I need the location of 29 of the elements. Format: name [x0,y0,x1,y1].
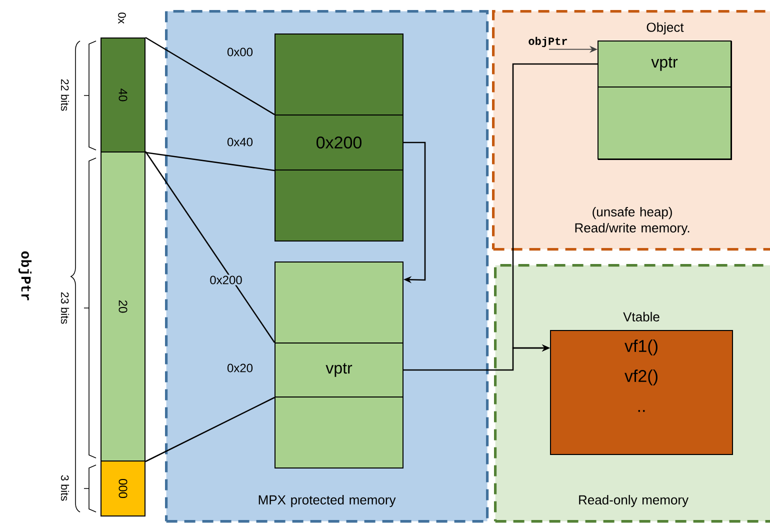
bit-count: 3 bits [60,475,70,501]
memory-cell [274,396,404,468]
bit-count: 23 bits [60,292,70,324]
memory-cell: vptr [274,342,404,398]
memory-cell [274,170,404,242]
pointer-segment: 20 [100,152,146,462]
pointer-segment: 40 [100,38,146,152]
address-label: 0x00 [227,48,253,56]
connector-line [144,151,276,343]
connector-line [145,396,275,462]
connector-line [145,36,275,116]
address-label: 0x20 [227,364,253,372]
node-label: Vtable [623,312,660,322]
address-label: 0x200 [208,274,244,286]
address-prefix: 0x [118,12,126,24]
memory-cell: 0x200 [274,114,404,170]
memory-cell: vptr [598,40,732,88]
connector-line [145,152,275,172]
vtable-box: Vtable vf1() vf2() .. [550,312,733,455]
memory-cell [274,34,404,116]
memory-cell [598,86,732,160]
pointer-segment: 000 [100,460,146,516]
address-label: 0x40 [227,138,253,146]
memory-cell [274,262,404,344]
arrow [404,142,426,284]
pointer-name: objPtr [18,251,32,300]
node-label: Object [646,22,684,34]
pointer-label: objPtr [528,36,567,48]
bit-count: 22 bits [60,79,70,111]
